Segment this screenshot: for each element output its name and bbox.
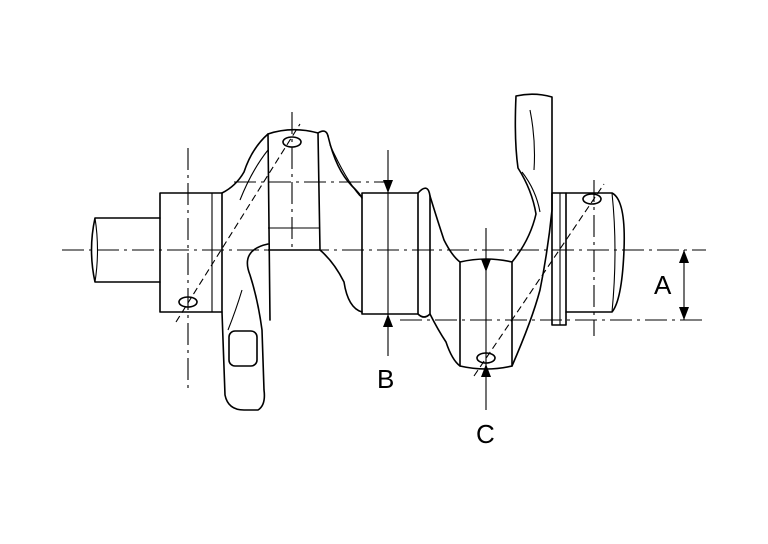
center-lines	[62, 112, 706, 388]
front-main-journal	[159, 192, 223, 313]
crank-pin-1	[267, 128, 329, 251]
dimension-a	[679, 250, 689, 320]
oil-passages	[175, 123, 605, 377]
crank-web-3	[429, 195, 461, 367]
rear-flange	[565, 192, 626, 313]
dimension-b	[383, 150, 393, 356]
rear-main-journal	[551, 192, 567, 326]
crank-web-1	[221, 133, 271, 411]
label-b: B	[377, 364, 394, 394]
label-a: A	[654, 270, 672, 300]
label-c: C	[476, 419, 495, 449]
crank-web-2	[319, 135, 363, 313]
center-main-journal	[361, 187, 431, 318]
dimension-c	[481, 228, 491, 410]
crank-web-4	[511, 93, 553, 367]
